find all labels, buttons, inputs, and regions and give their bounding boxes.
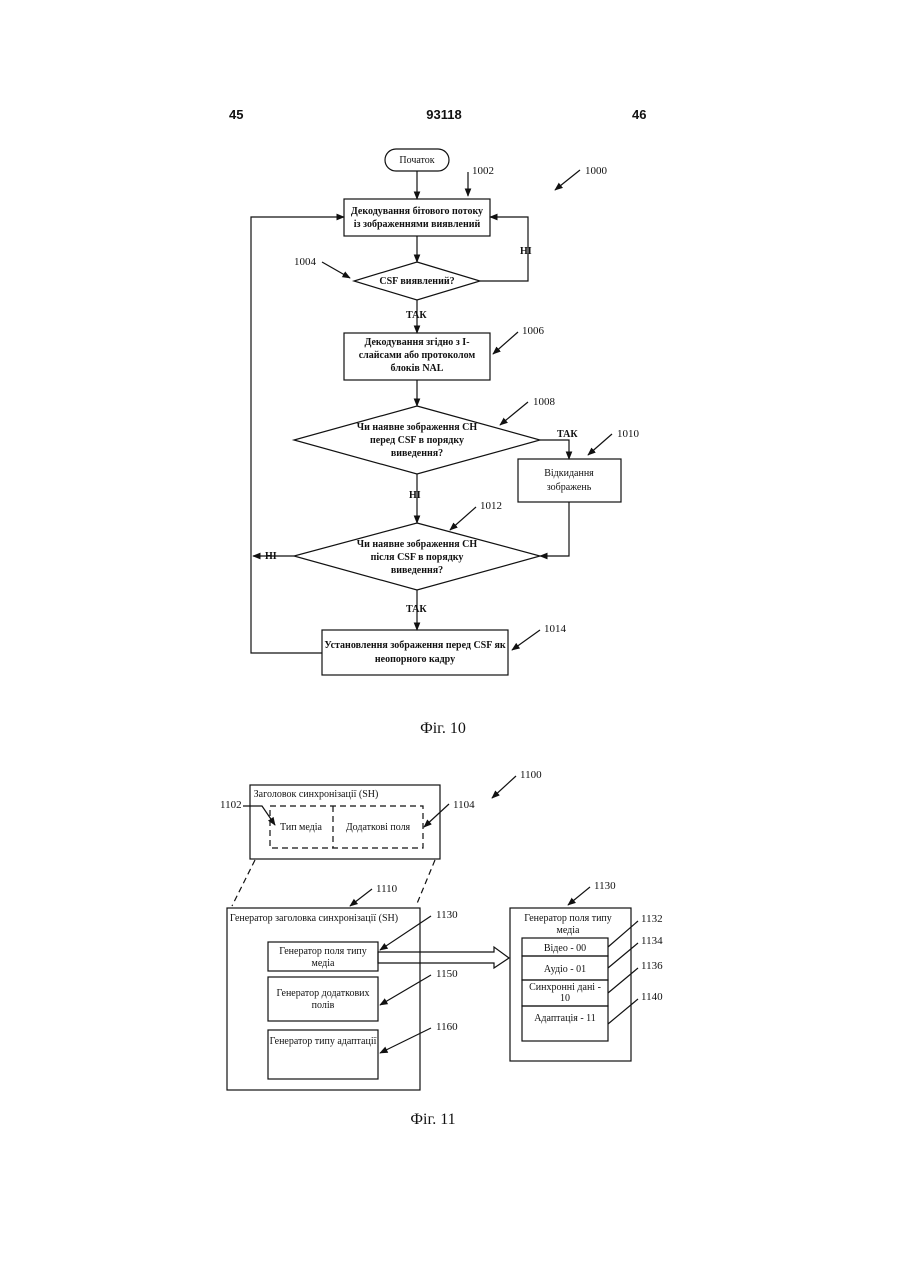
step-1002-text-1: Декодування бітового потоку [351, 206, 483, 217]
page-number-right: 46 [632, 107, 646, 122]
loop-back-to-1002 [251, 217, 344, 653]
ref-1130-inner: 1130 [436, 909, 458, 921]
sh-generator-title: Генератор заголовка синхронізації (SH) [230, 913, 398, 924]
ref-1000-arrow [555, 170, 580, 190]
yes-branch-1008 [540, 440, 569, 459]
label-no-1012: НІ [265, 551, 277, 562]
label-yes-1012: ТАК [406, 604, 427, 615]
media-type-item-label-2: 10 [560, 993, 570, 1004]
additional-generator-text-2: полів [312, 1000, 335, 1011]
ref-1150: 1150 [436, 968, 458, 980]
decision-1012-text-1: Чи наявне зображення CH [357, 539, 478, 550]
ref-1014: 1014 [544, 623, 567, 635]
ref-1100: 1100 [520, 769, 542, 781]
ref-1010-pointer [588, 434, 612, 455]
ref-1130-pointer [568, 887, 590, 905]
ref-1134: 1134 [641, 935, 663, 947]
ref-1132: 1132 [641, 913, 663, 925]
step-1010-text-1: Відкидання [544, 468, 594, 479]
figure-11-caption: Фіг. 11 [410, 1111, 455, 1128]
ref-1160: 1160 [436, 1021, 458, 1033]
label-yes-1004: ТАК [406, 310, 427, 321]
media-type-item-label: Аудіо - 01 [544, 964, 586, 975]
ref-1136: 1136 [641, 960, 663, 972]
label-yes-1008: ТАК [557, 429, 578, 440]
decision-1008-text-1: Чи наявне зображення CH [357, 422, 478, 433]
ref-1134-pointer [608, 943, 638, 968]
figure-10-caption: Фіг. 10 [420, 720, 466, 737]
ref-1110-pointer [350, 889, 372, 906]
ref-1104-pointer [424, 804, 449, 827]
ref-1132-pointer [608, 921, 638, 947]
media-type-generator-text-2: медіа [312, 958, 336, 969]
media-type-generator-text-1: Генератор поля типу [279, 946, 367, 957]
step-1014-text-2: неопорного кадру [375, 654, 455, 665]
ref-1014-pointer [512, 630, 540, 650]
document-number: 93118 [426, 107, 461, 122]
page-number-left: 45 [229, 107, 243, 122]
connector-1010-1012 [540, 502, 569, 556]
field-additional: Додаткові поля [346, 822, 411, 833]
ref-1008-pointer [500, 402, 528, 425]
start-label: Початок [399, 155, 434, 166]
step-1010-box [518, 459, 621, 502]
decision-1012-text-3: виведення? [391, 565, 443, 576]
ref-1150-pointer [380, 975, 431, 1005]
ref-1110: 1110 [376, 883, 398, 895]
step-1002-text-2: із зображеннями виявлений [354, 219, 481, 230]
ref-1100-arrow [492, 776, 516, 798]
decision-1008-text-2: перед CSF в порядку [370, 435, 464, 446]
ref-1012-pointer [450, 507, 476, 530]
sync-header-title: Заголовок синхронізації (SH) [254, 789, 379, 800]
figure-10-flowchart: 1000 Початок Декодування бітового потоку… [251, 149, 640, 737]
field-media-type: Тип медіа [280, 822, 323, 833]
ref-1008: 1008 [533, 396, 556, 408]
ref-1102: 1102 [220, 799, 242, 811]
step-1006-text-3: блоків NAL [391, 363, 444, 374]
adaptation-generator-text: Генератор типу адаптації [270, 1036, 377, 1047]
ref-1004: 1004 [294, 256, 317, 268]
step-1006-text-2: слайсами або протоколом [359, 350, 476, 361]
step-1006-text-1: Декодування згідно з I- [364, 337, 469, 348]
decision-1012-text-2: після CSF в порядку [371, 552, 464, 563]
ref-1010: 1010 [617, 428, 640, 440]
additional-fields-generator-box [268, 977, 378, 1021]
zoom-line-right [416, 860, 435, 906]
block-arrow [378, 947, 509, 968]
ref-1012: 1012 [480, 500, 502, 512]
ref-1160-pointer [380, 1028, 431, 1053]
ref-1140: 1140 [641, 991, 663, 1003]
media-type-item-label: Відео - 00 [544, 943, 586, 954]
media-type-field-generator-title-1: Генератор поля типу [524, 913, 612, 924]
step-1010-text-2: зображень [547, 482, 592, 493]
figure-11-block-diagram: 1100 Заголовок синхронізації (SH) Тип ме… [220, 769, 663, 1128]
media-type-item-label: Синхронні дані - [529, 982, 601, 993]
decision-1008-text-3: виведення? [391, 448, 443, 459]
decision-1004-text: CSF виявлений? [379, 276, 454, 287]
label-no-1008: НІ [409, 490, 421, 501]
step-1014-text-1: Установлення зображення перед CSF як [324, 640, 506, 651]
label-no-1004: НІ [520, 246, 532, 257]
additional-generator-text-1: Генератор додаткових [276, 988, 369, 999]
step-1002-box [344, 199, 490, 236]
ref-1104: 1104 [453, 799, 475, 811]
ref-1130: 1130 [594, 880, 616, 892]
step-1014-box [322, 630, 508, 675]
ref-1006-pointer [493, 332, 518, 354]
ref-1002: 1002 [472, 165, 494, 177]
media-type-item-label: Адаптація - 11 [534, 1013, 596, 1024]
ref-1006: 1006 [522, 325, 545, 337]
ref-1000: 1000 [585, 165, 608, 177]
zoom-line-left [232, 860, 255, 906]
ref-1136-pointer [608, 968, 638, 993]
ref-1004-pointer [322, 262, 350, 278]
ref-1140-pointer [608, 999, 638, 1024]
media-type-field-generator-title-2: медіа [557, 925, 581, 936]
